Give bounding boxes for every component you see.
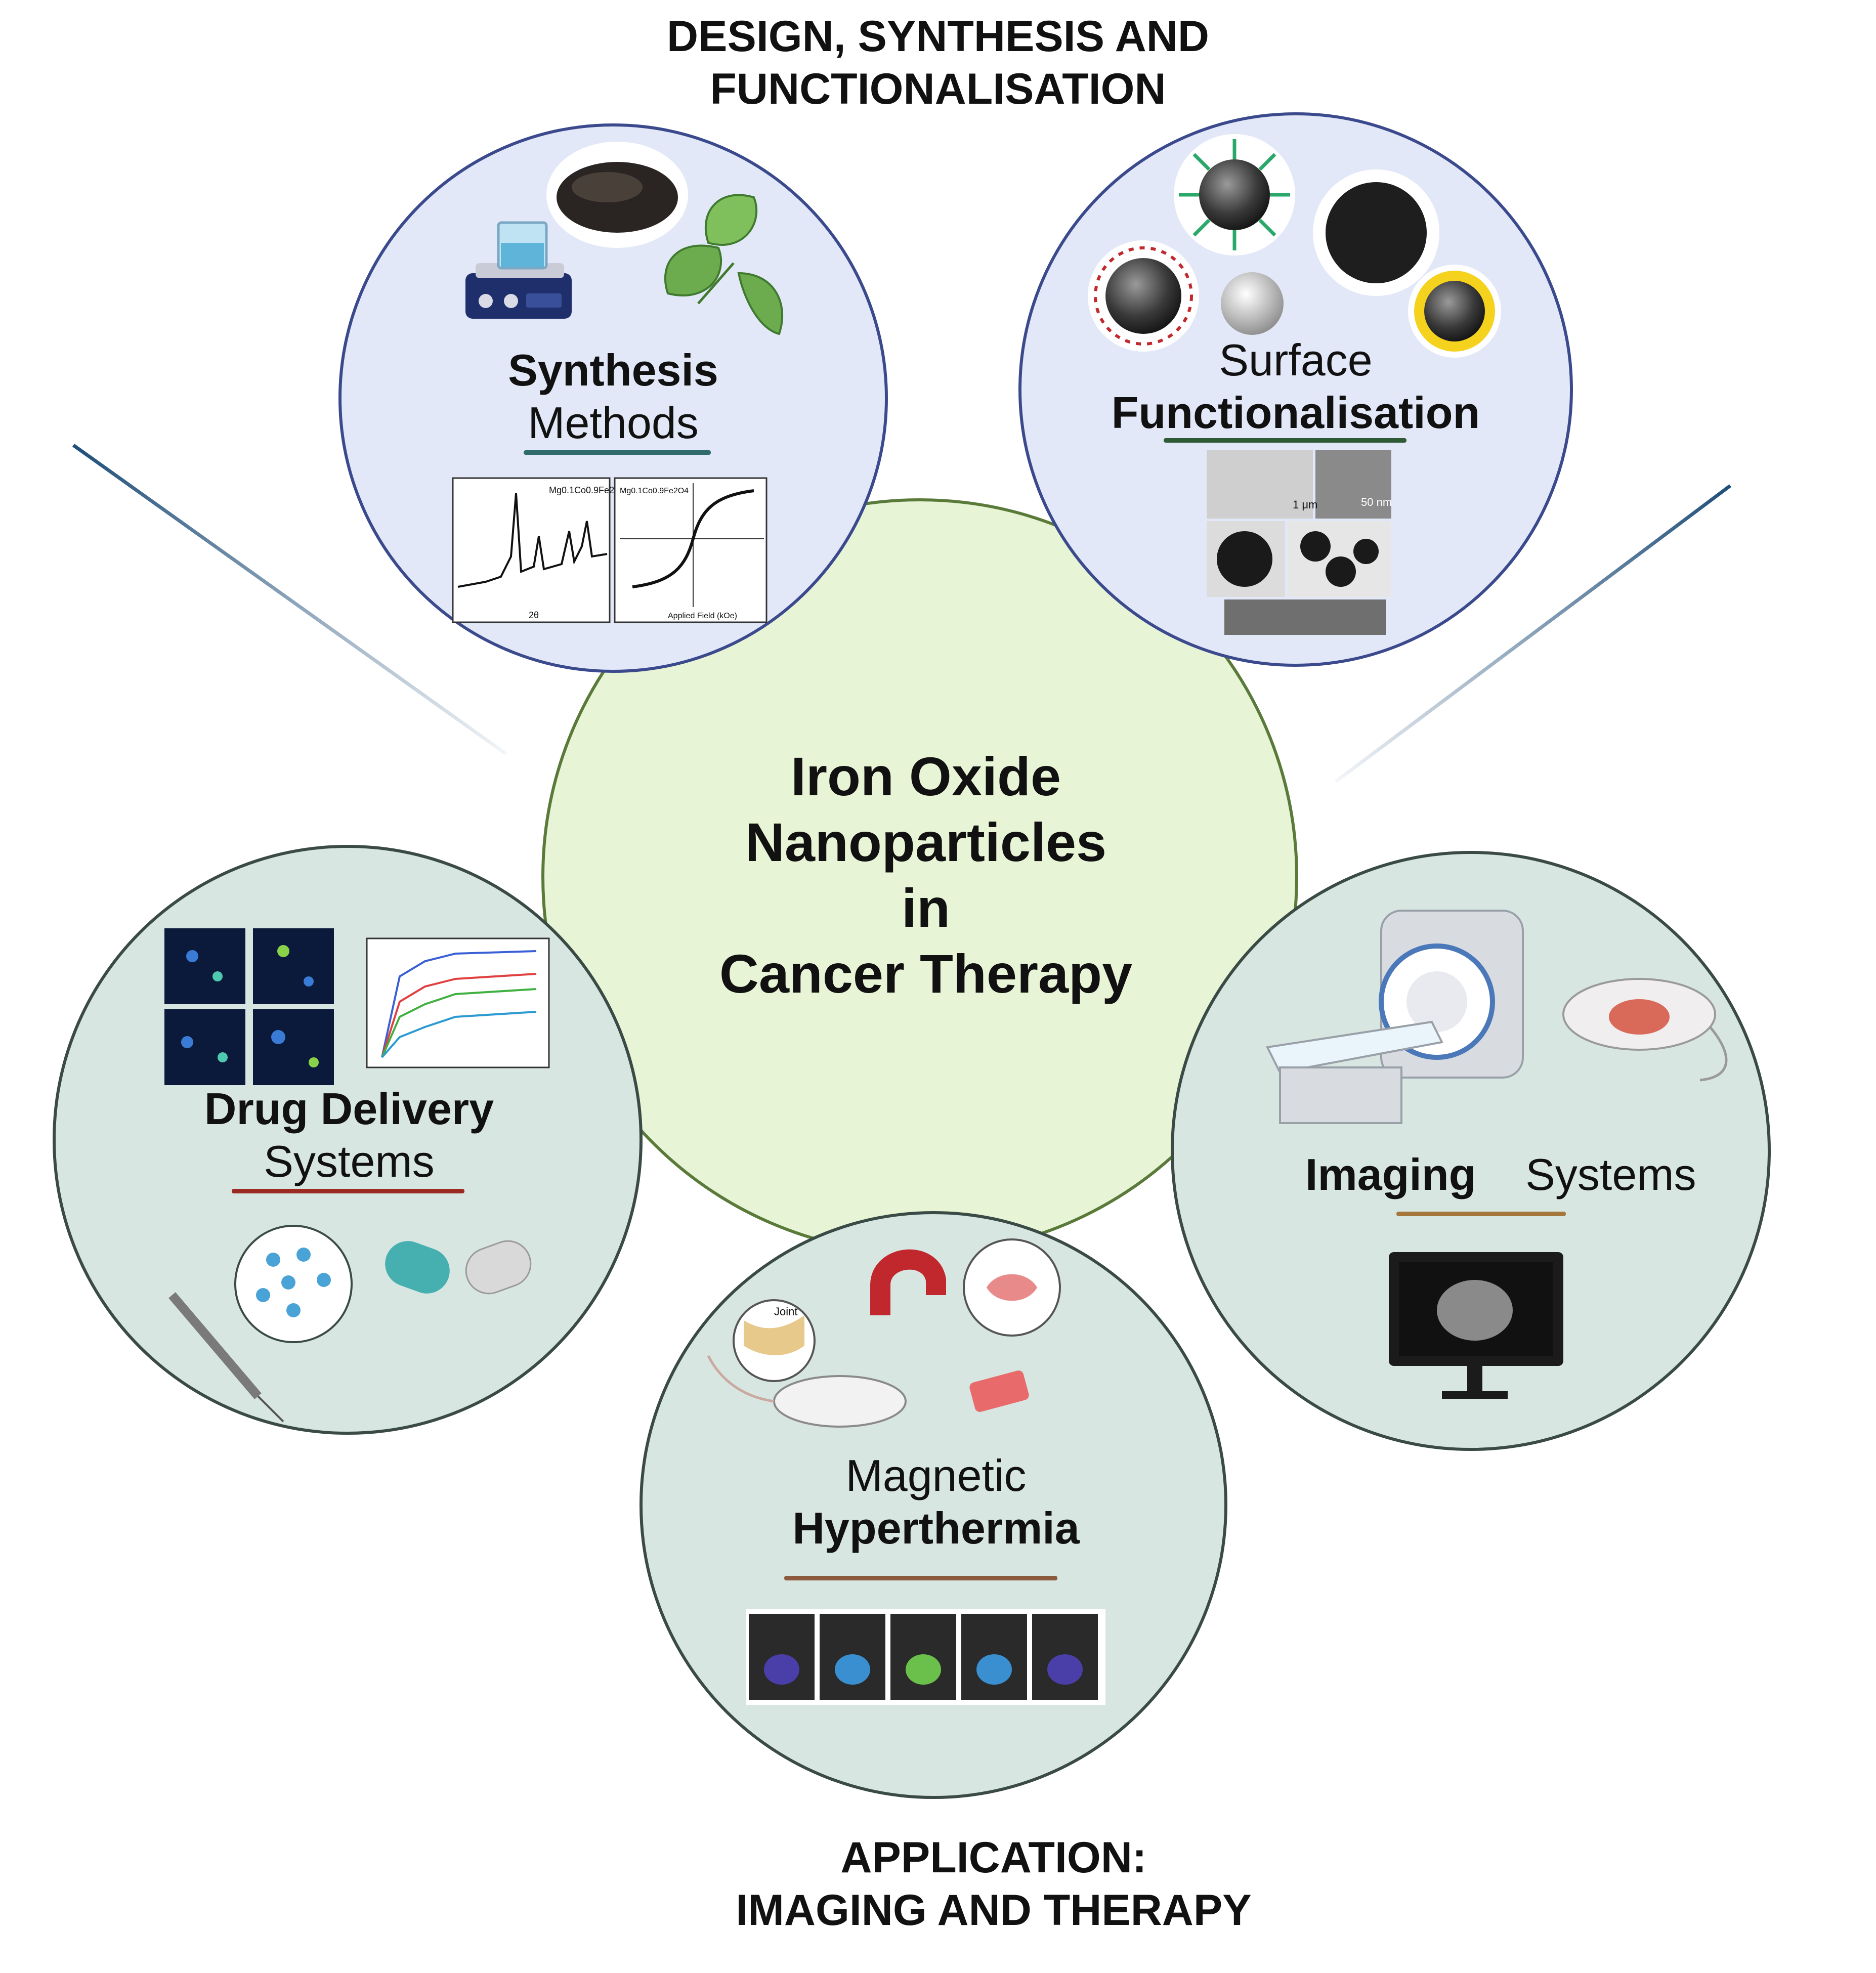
top-heading-line1: DESIGN, SYNTHESIS AND	[667, 12, 1209, 61]
polymer-coated-nanoparticle-icon	[1174, 134, 1295, 255]
surface-label-bold: Functionalisation	[1111, 388, 1480, 438]
center-title-line1: Iron Oxide	[790, 746, 1061, 807]
center-title: Iron Oxide Nanoparticles in Cancer Thera…	[622, 744, 1229, 1007]
center-title-line3: in	[902, 877, 950, 938]
hyperthermia-label-bold: Hyperthermia	[792, 1503, 1080, 1553]
hysteresis-plot: Mg0.1Co0.9Fe2O4 Applied Field (kOe)	[614, 477, 768, 623]
top-heading: DESIGN, SYNTHESIS AND FUNCTIONALISATION	[0, 10, 1876, 115]
drug-delivery-underline	[232, 1189, 464, 1193]
drug-delivery-label-normal: Systems	[264, 1136, 435, 1186]
monitor-brain-scan-icon	[1389, 1252, 1563, 1399]
cell-icon	[963, 1238, 1061, 1337]
synthesis-underline	[524, 450, 711, 455]
bottom-heading-line2: IMAGING AND THERAPY	[736, 1886, 1252, 1935]
imaging-underline	[1396, 1212, 1566, 1216]
center-title-line2: Nanoparticles	[745, 811, 1107, 873]
release-profile-chart	[366, 937, 550, 1068]
tem-scale-1: 1 μm	[1293, 498, 1317, 511]
left-divider-line	[72, 444, 507, 755]
mri-scanner-icon	[1265, 910, 1524, 1124]
plant-leaf-icon	[664, 194, 784, 335]
drug-delivery-label: Drug Delivery Systems	[172, 1083, 526, 1188]
vsm-x-label: Applied Field (kOe)	[668, 612, 737, 620]
syringe-icon	[168, 1292, 284, 1423]
xrd-plot: Mg0.1Co0.9Fe2O4 2θ	[452, 477, 626, 623]
culture-flask-icon	[969, 1370, 1029, 1412]
surface-label-normal: Surface	[1219, 335, 1373, 385]
capsule-icon	[385, 1240, 532, 1295]
fluorescence-microscopy-images	[164, 928, 334, 1085]
surface-underline	[1164, 438, 1406, 443]
surface-label: Surface Functionalisation	[1093, 334, 1498, 439]
mouse-anatomy-icon	[1562, 978, 1728, 1082]
magnet-icon	[870, 1249, 946, 1315]
bottom-heading-line1: APPLICATION:	[840, 1833, 1147, 1882]
core-shell-nanoparticle-icon	[1408, 265, 1501, 358]
drug-delivery-label-bold: Drug Delivery	[204, 1084, 494, 1134]
hyperthermia-underline	[784, 1576, 1057, 1580]
bioluminescence-images	[746, 1609, 1105, 1705]
synthesis-label: Synthesis Methods	[461, 344, 765, 449]
bottom-heading: APPLICATION: IMAGING AND THERAPY	[56, 1831, 1876, 1937]
synthesis-label-normal: Methods	[528, 398, 699, 448]
mouse-icon	[707, 1355, 907, 1428]
bare-nanoparticle-icon	[1221, 272, 1284, 335]
hotplate-beaker-icon	[465, 221, 572, 319]
hyperthermia-label: Magnetic Hyperthermia	[759, 1449, 1113, 1555]
dotted-nanoparticle-icon	[1313, 169, 1439, 296]
center-title-line4: Cancer Therapy	[719, 943, 1133, 1004]
iron-oxide-powder-icon	[546, 142, 688, 248]
xrd-x-label: 2θ	[529, 610, 539, 620]
ligand-nanoparticle-icon	[1088, 240, 1199, 352]
xrd-sample-label: Mg0.1Co0.9Fe2O4	[549, 485, 626, 495]
tem-images: 1 μm 50 nm	[1207, 450, 1392, 635]
joint-illustration-icon: Joint	[733, 1299, 816, 1382]
nanoparticle-dispersion-icon	[234, 1225, 353, 1343]
right-divider-line	[1334, 484, 1732, 783]
top-heading-line2: FUNCTIONALISATION	[710, 65, 1166, 113]
hyperthermia-label-normal: Magnetic	[845, 1450, 1027, 1500]
tem-scale-2: 50 nm	[1361, 496, 1392, 508]
joint-label: Joint	[774, 1305, 797, 1318]
imaging-label-normal: Systems	[1525, 1149, 1696, 1199]
imaging-label: Imaging Systems	[1305, 1148, 1696, 1201]
vsm-sample-label: Mg0.1Co0.9Fe2O4	[620, 487, 689, 495]
imaging-label-bold: Imaging	[1305, 1149, 1476, 1199]
synthesis-label-bold: Synthesis	[508, 345, 718, 395]
